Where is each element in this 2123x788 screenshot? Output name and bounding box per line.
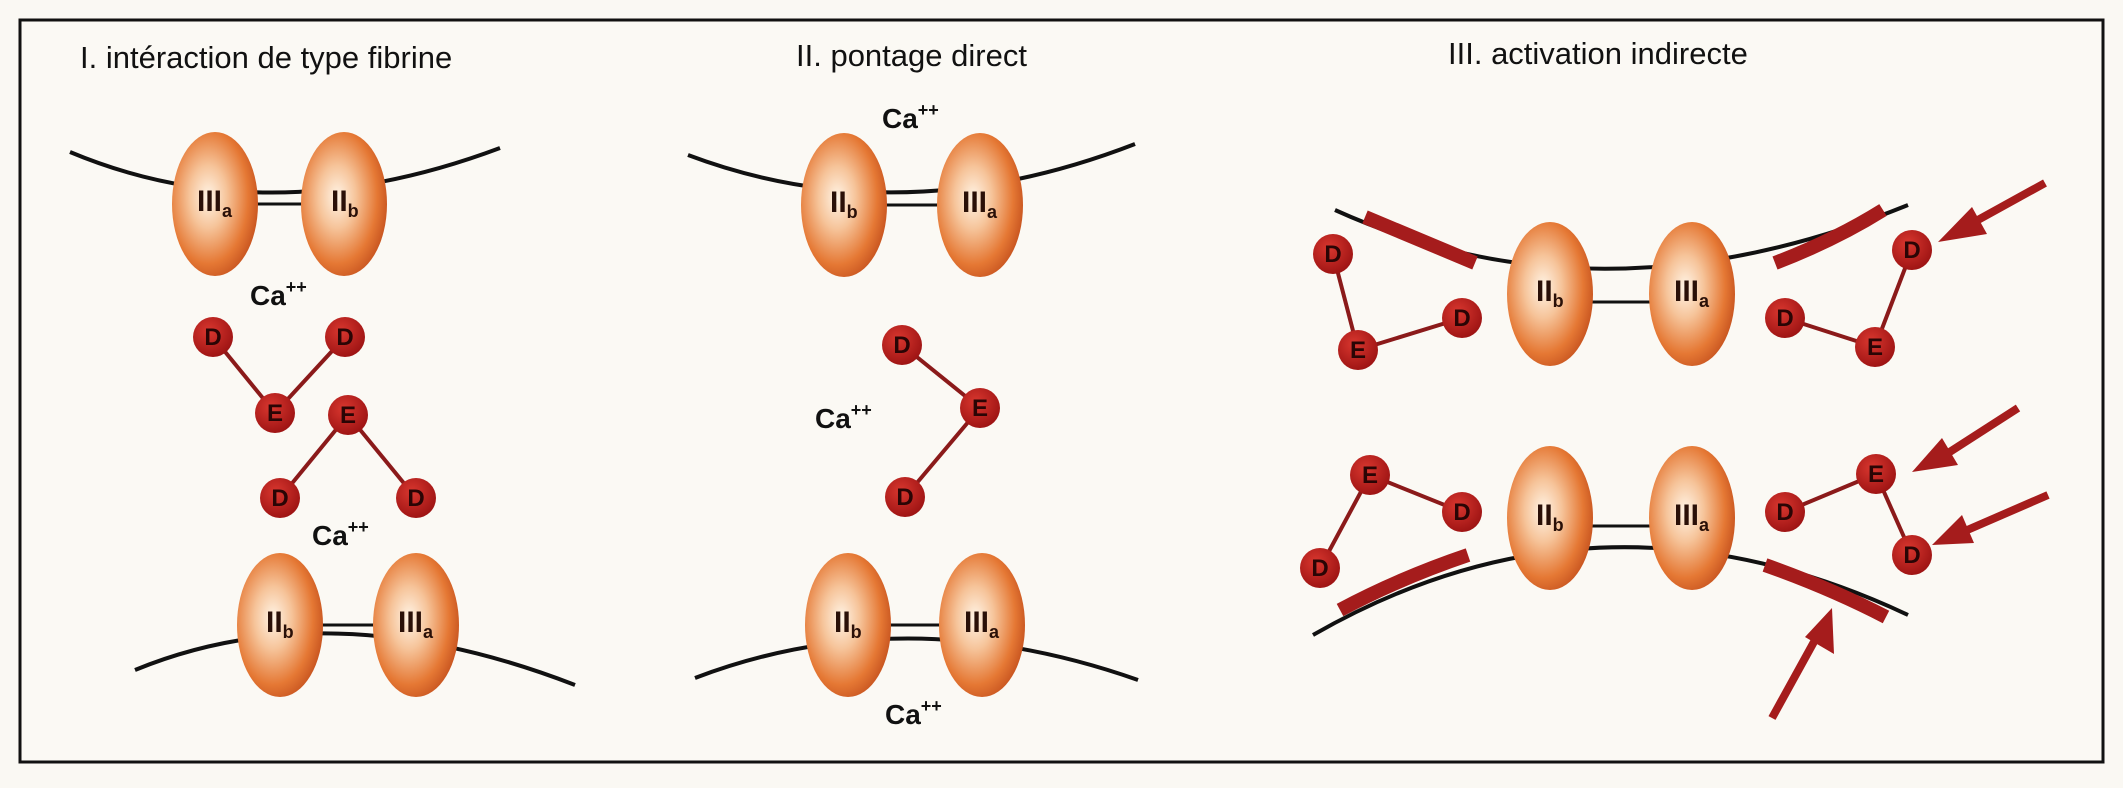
svg-text:E: E <box>1868 461 1884 488</box>
svg-text:D: D <box>336 324 353 351</box>
svg-text:D: D <box>1903 237 1920 264</box>
node-d: D <box>1765 298 1805 338</box>
receptor-iiia: IIIa <box>939 553 1025 697</box>
svg-text:IIb: IIb <box>834 606 862 642</box>
node-d: D <box>1442 298 1482 338</box>
svg-text:E: E <box>1350 337 1366 364</box>
node-d: D <box>1892 230 1932 270</box>
svg-text:E: E <box>1362 462 1378 489</box>
svg-text:IIIa: IIIa <box>964 606 1000 642</box>
ca-label: Ca++ <box>312 517 369 551</box>
panel-1: IIIa IIb Ca++ D D E E D D Ca++ IIb <box>69 132 576 697</box>
panel-title-2: II. pontage direct <box>796 38 1027 73</box>
membrane-lower <box>694 636 1139 682</box>
activation-arrow <box>1932 491 2050 545</box>
node-d: D <box>260 478 300 518</box>
membrane-upper <box>687 142 1136 195</box>
svg-text:IIIa: IIIa <box>398 606 434 642</box>
svg-text:E: E <box>972 395 988 422</box>
svg-text:D: D <box>1776 499 1793 526</box>
fibrinogen-molecule: D E D <box>1765 454 1932 575</box>
activation-arrow <box>1912 404 2021 472</box>
node-e: E <box>1338 330 1378 370</box>
svg-text:IIIa: IIIa <box>1674 275 1710 311</box>
fibrinogen-molecule: E D D <box>260 395 436 518</box>
node-d: D <box>1892 535 1932 575</box>
svg-text:D: D <box>271 485 288 512</box>
receptor-iiia: IIIa <box>172 132 258 276</box>
svg-text:D: D <box>1324 241 1341 268</box>
node-d: D <box>1313 234 1353 274</box>
activation-bar <box>1762 558 1890 624</box>
node-e: E <box>328 395 368 435</box>
svg-text:D: D <box>1453 305 1470 332</box>
svg-text:E: E <box>1867 334 1883 361</box>
fibrinogen-molecule: D E D <box>1313 234 1482 370</box>
receptor-iib: IIb <box>237 553 323 697</box>
node-d: D <box>1765 492 1805 532</box>
ca-label: Ca++ <box>885 696 942 730</box>
panel-title-1: I. intéraction de type fibrine <box>80 40 452 75</box>
svg-text:D: D <box>893 332 910 359</box>
receptor-iib: IIb <box>805 553 891 697</box>
receptor-iib: IIb <box>801 133 887 277</box>
receptor-iiia: IIIa <box>1649 446 1735 590</box>
node-d: D <box>885 477 925 517</box>
svg-text:D: D <box>896 484 913 511</box>
svg-text:D: D <box>1311 555 1328 582</box>
fibrinogen-molecule: D D E <box>193 317 365 433</box>
activation-bar <box>1336 548 1471 617</box>
svg-text:IIb: IIb <box>1536 275 1564 311</box>
ca-label: Ca++ <box>250 277 307 311</box>
ca-label: Ca++ <box>815 400 872 434</box>
panel-2: Ca++ IIb IIIa D E D Ca++ IIb IIIa Ca <box>687 100 1139 730</box>
node-e: E <box>1856 454 1896 494</box>
node-d: D <box>882 325 922 365</box>
receptor-iiia: IIIa <box>1649 222 1735 366</box>
svg-text:IIIa: IIIa <box>197 185 233 221</box>
svg-text:IIb: IIb <box>1536 499 1564 535</box>
receptor-iib: IIb <box>1507 446 1593 590</box>
panel-title-3: III. activation indirecte <box>1448 36 1748 71</box>
fibrinogen-molecule: D E D <box>882 325 1000 517</box>
svg-text:IIIa: IIIa <box>962 186 998 222</box>
receptor-iiia: IIIa <box>937 133 1023 277</box>
node-d: D <box>1300 548 1340 588</box>
svg-text:D: D <box>1776 305 1793 332</box>
node-e: E <box>1855 327 1895 367</box>
svg-text:E: E <box>267 400 283 427</box>
svg-text:D: D <box>1903 542 1920 569</box>
activation-bar <box>1362 210 1478 270</box>
activation-bar <box>1772 204 1887 270</box>
node-d: D <box>325 317 365 357</box>
activation-arrow <box>1768 608 1834 720</box>
svg-text:IIb: IIb <box>331 185 359 221</box>
svg-text:E: E <box>340 402 356 429</box>
node-e: E <box>255 393 295 433</box>
receptor-iib: IIb <box>301 132 387 276</box>
node-d: D <box>396 478 436 518</box>
receptor-iib: IIb <box>1507 222 1593 366</box>
figure-frame <box>18 18 2105 764</box>
svg-text:IIIa: IIIa <box>1674 499 1710 535</box>
membrane-lower <box>134 631 576 687</box>
fibrinogen-molecule: E D D <box>1300 455 1482 588</box>
membrane-upper <box>69 146 501 195</box>
svg-text:D: D <box>407 485 424 512</box>
ca-label: Ca++ <box>882 100 939 134</box>
svg-text:IIb: IIb <box>266 606 294 642</box>
node-d: D <box>193 317 233 357</box>
panel-3: IIb IIIa D E D D E D <box>1300 179 2050 720</box>
fibrinogen-molecule: D E D <box>1765 230 1932 367</box>
node-e: E <box>960 388 1000 428</box>
svg-text:D: D <box>204 324 221 351</box>
svg-text:D: D <box>1453 499 1470 526</box>
activation-arrow <box>1938 179 2047 242</box>
node-e: E <box>1350 455 1390 495</box>
svg-text:IIb: IIb <box>830 186 858 222</box>
node-d: D <box>1442 492 1482 532</box>
receptor-iiia: IIIa <box>373 553 459 697</box>
